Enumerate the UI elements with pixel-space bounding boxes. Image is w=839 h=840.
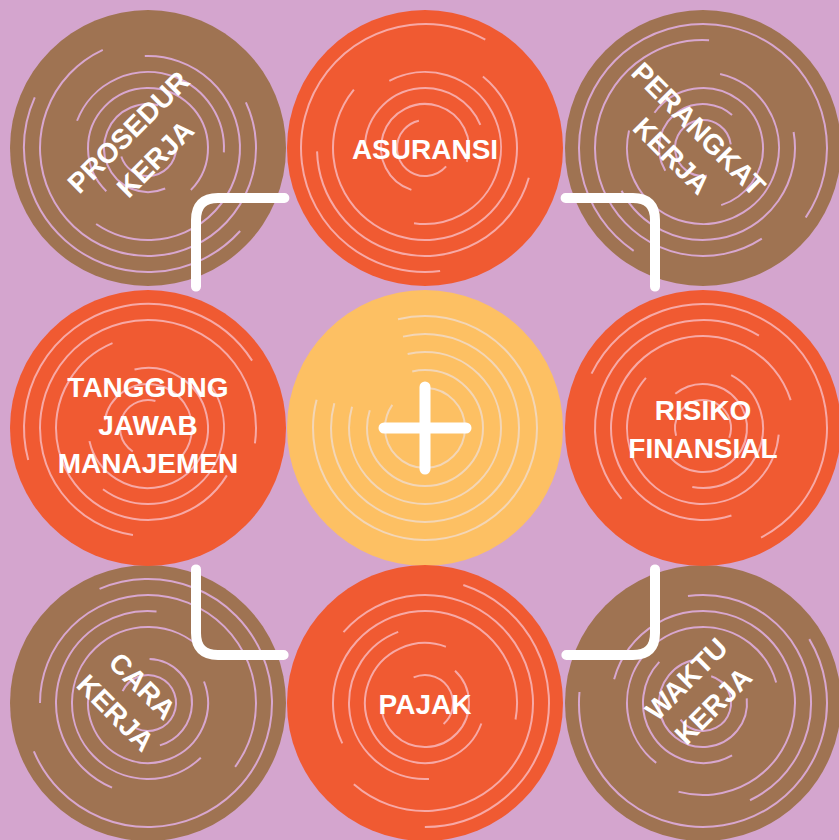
- circle-fill: [10, 10, 286, 286]
- circle-fill: [10, 290, 286, 566]
- topic-label: PAJAK: [379, 686, 472, 724]
- circle-rings: [10, 565, 286, 840]
- topic-circle: PAJAK: [287, 565, 563, 840]
- circle-rings: [565, 290, 839, 566]
- topic-circle: RISIKO FINANSIAL: [565, 290, 839, 566]
- circle-rings: [565, 565, 839, 840]
- frame-connector: [196, 569, 284, 655]
- topic-circle: PROSEDUR KERJA: [10, 10, 286, 286]
- circle-rings: [10, 290, 286, 566]
- circle-rings: [565, 10, 839, 286]
- circle-fill: [565, 10, 839, 286]
- topic-circle: CARA KERJA: [10, 565, 286, 840]
- frame-connector: [566, 198, 655, 287]
- topic-circle: TANGGUNG JAWAB MANAJEMEN: [10, 290, 286, 566]
- topic-label: TANGGUNG JAWAB MANAJEMEN: [58, 369, 238, 483]
- circle-fill: [287, 10, 563, 286]
- frame-connector: [196, 198, 284, 287]
- frame-connector: [566, 569, 655, 655]
- circle-fill: [565, 565, 839, 840]
- circle-fill: [10, 565, 286, 840]
- circle-shape: [565, 290, 839, 566]
- plus-symbol: [384, 387, 466, 469]
- topic-label: ASURANSI: [352, 131, 498, 169]
- topic-circle: WAKTU KERJA: [565, 565, 839, 840]
- center-disc: [287, 290, 563, 566]
- topic-label: RISIKO FINANSIAL: [628, 392, 777, 468]
- circle-fill: [287, 565, 563, 840]
- topic-circle: ASURANSI: [287, 10, 563, 286]
- center-rings: [313, 316, 537, 540]
- topic-circle: PERANGKAT KERJA: [565, 10, 839, 286]
- circle-rings: [287, 10, 563, 286]
- circle-fill: [565, 290, 839, 566]
- circle-rings: [10, 10, 286, 286]
- circle-rings: [287, 565, 563, 840]
